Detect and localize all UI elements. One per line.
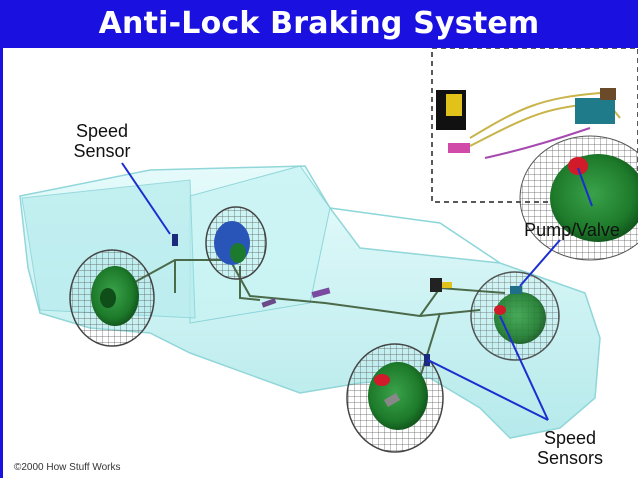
- title-bar: [0, 0, 638, 48]
- speed-sensors-label-line1: Speed: [543, 428, 597, 448]
- leader-lines: [121, 162, 593, 421]
- speed-sensor-label-line2: Sensor: [73, 141, 131, 161]
- abs-diagram: [19, 48, 638, 453]
- front-left-wheel: [346, 343, 444, 453]
- inset-closeup: [431, 48, 638, 261]
- left-border: [0, 48, 3, 478]
- speed-sensor-label: Speed Sensor: [70, 121, 134, 161]
- copyright-notice: ©2000 How Stuff Works: [14, 462, 121, 473]
- pump-valve-label: Pump/Valve: [512, 220, 632, 240]
- speed-sensor-label-line1: Speed: [75, 121, 129, 141]
- rear-left-wheel: [69, 249, 155, 347]
- page-title: Anti-Lock Braking System: [98, 6, 540, 41]
- speed-sensors-label-line2: Sensors: [536, 448, 604, 468]
- rear-right-wheel: [205, 206, 267, 280]
- pump-valve-label-text: Pump/Valve: [524, 220, 620, 240]
- speed-sensors-label: Speed Sensors: [520, 428, 620, 468]
- abs-components: [172, 234, 522, 366]
